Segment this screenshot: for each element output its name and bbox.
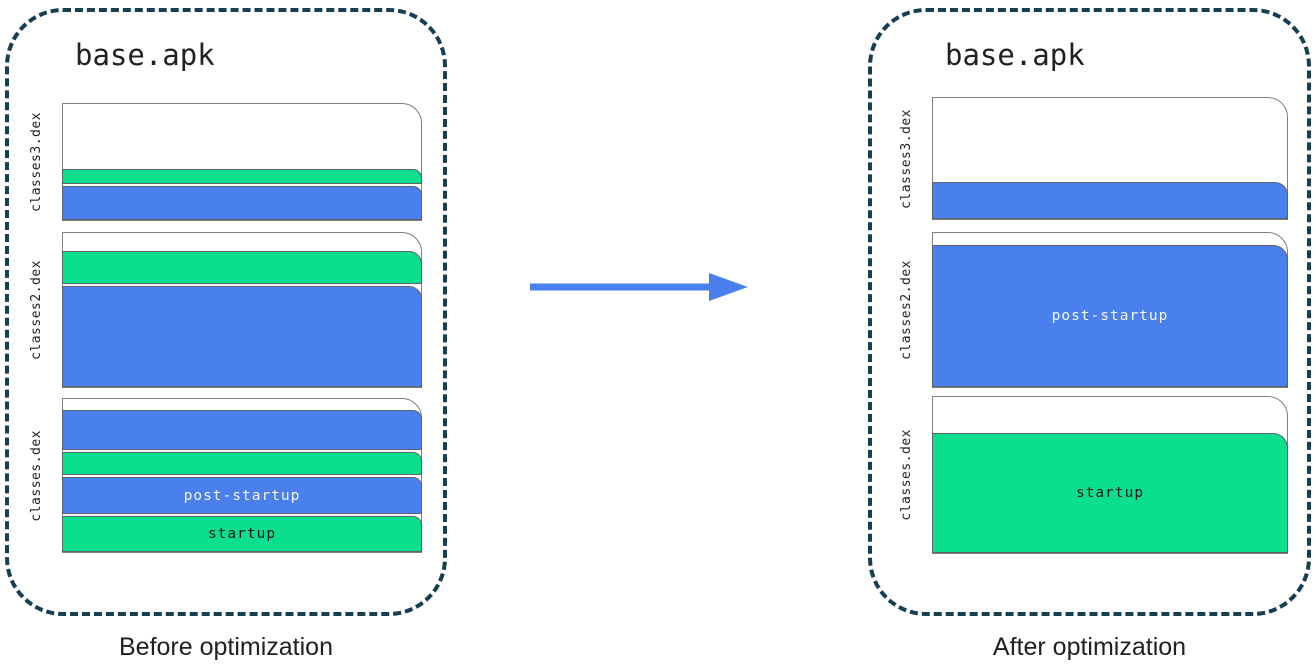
- post-startup-segment: [62, 186, 422, 220]
- file-label-classes-before: classes.dex: [28, 429, 44, 522]
- post-startup-segment: [62, 286, 422, 387]
- caption-after: After optimization: [992, 633, 1187, 661]
- startup-label: startup: [207, 526, 277, 542]
- dex-page-classes2-before: [62, 232, 422, 388]
- dex-page-classes2-after: post-startup: [932, 232, 1288, 388]
- dex-page-classes3-before: [62, 103, 422, 221]
- before-apk-container: [5, 8, 447, 616]
- startup-segment: startup: [62, 516, 422, 552]
- startup-segment: [62, 452, 422, 475]
- post-startup-segment: post-startup: [62, 477, 422, 514]
- optimization-arrow-icon: [525, 262, 755, 312]
- file-label-classes-after: classes.dex: [898, 429, 914, 521]
- dex-page-classes-after: startup: [932, 396, 1288, 554]
- post-startup-segment: [62, 410, 422, 450]
- dex-page-classes-before: post-startup startup: [62, 398, 422, 553]
- apk-title-before: base.apk: [75, 38, 215, 72]
- file-label-classes3-before: classes3.dex: [28, 112, 44, 212]
- file-label-classes3-after: classes3.dex: [898, 108, 914, 209]
- dex-page-classes3-after: [932, 97, 1288, 220]
- file-label-classes2-after: classes2.dex: [898, 260, 914, 360]
- startup-segment: [62, 169, 422, 184]
- after-apk-container: [868, 8, 1311, 616]
- file-label-classes2-before: classes2.dex: [28, 260, 44, 360]
- startup-segment: [62, 251, 422, 284]
- post-startup-segment: post-startup: [932, 245, 1288, 387]
- post-startup-segment: [932, 182, 1288, 219]
- post-startup-label: post-startup: [183, 487, 301, 504]
- post-startup-label: post-startup: [1051, 308, 1169, 324]
- apk-title-after: base.apk: [945, 38, 1085, 72]
- startup-label: startup: [1075, 485, 1145, 501]
- startup-segment: startup: [932, 433, 1288, 553]
- caption-before: Before optimization: [118, 633, 333, 661]
